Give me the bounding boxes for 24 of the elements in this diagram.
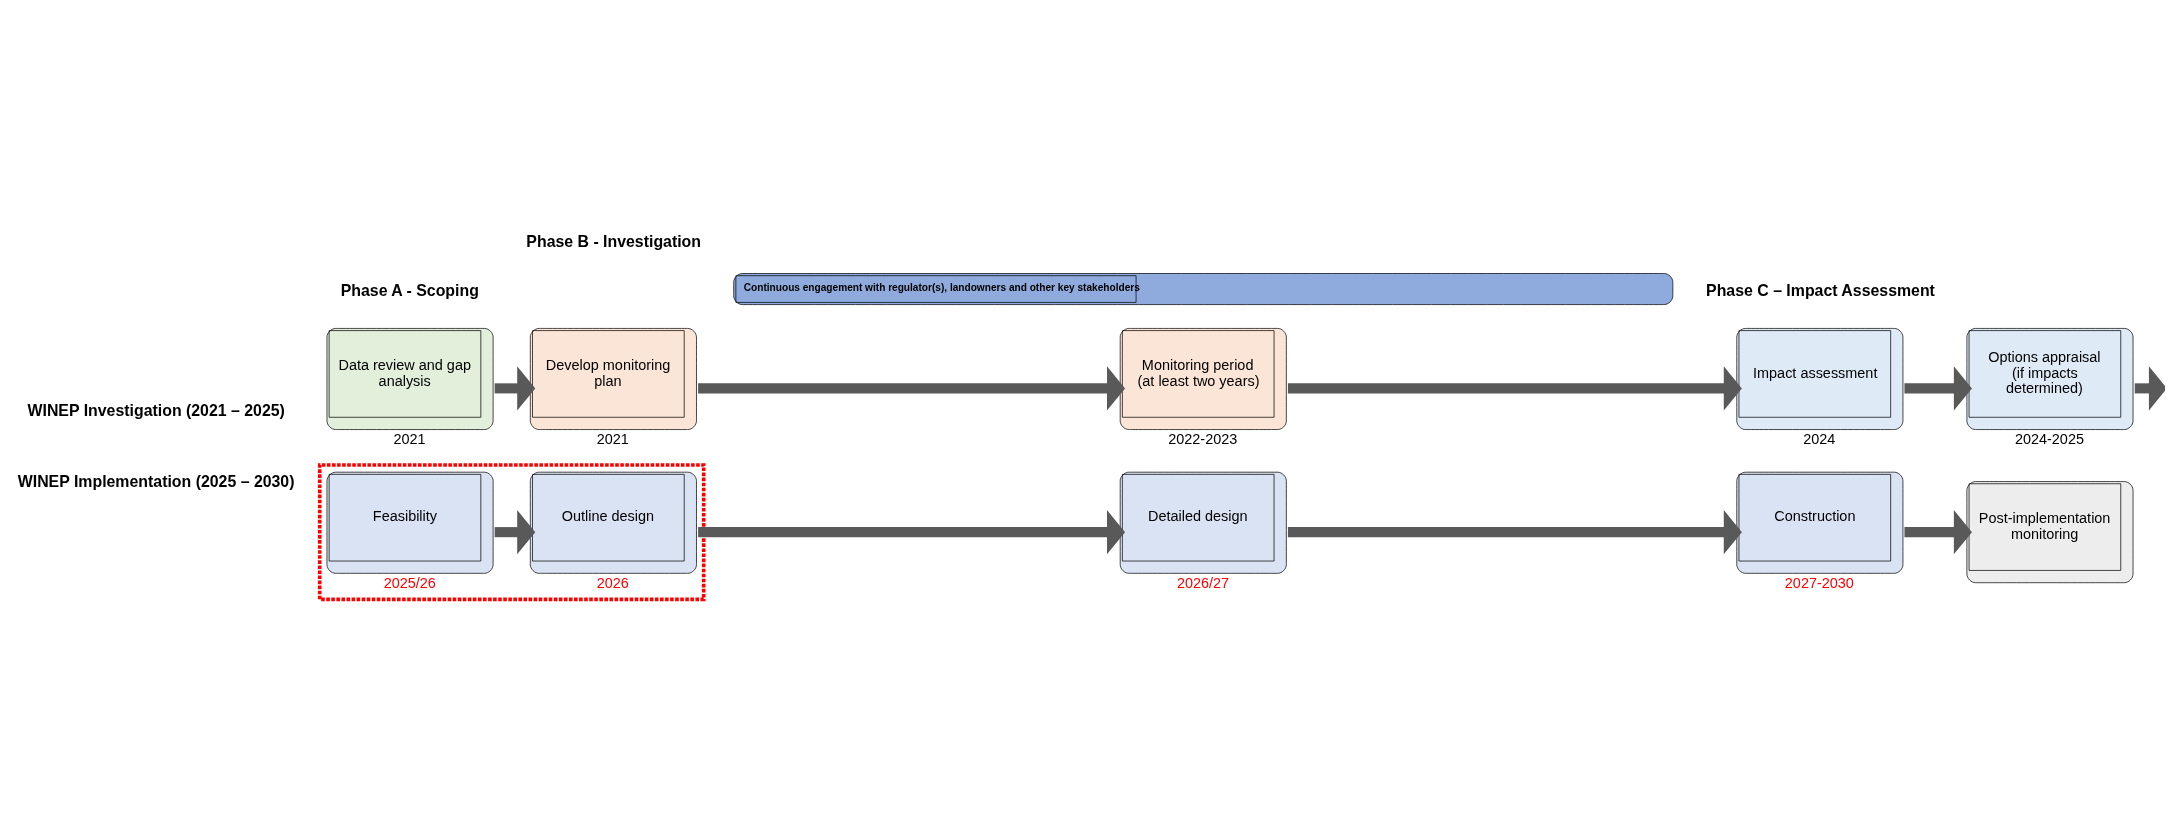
label: Phase A - Scoping xyxy=(340,282,479,300)
arrow xyxy=(494,510,536,555)
node-label: 2025/26 xyxy=(383,574,436,591)
arrow xyxy=(494,366,536,411)
label: Phase C – Impact Assessment xyxy=(1706,282,1935,300)
arrow xyxy=(1904,366,1972,411)
node-label: 2027-2030 xyxy=(1784,574,1854,591)
arrow xyxy=(1904,510,1972,555)
arrow xyxy=(2134,366,2165,411)
label: WINEP Implementation (2025 – 2030) xyxy=(17,473,295,491)
node-label: 2026/27 xyxy=(1176,574,1230,591)
arrow xyxy=(1287,366,1742,411)
arrow xyxy=(698,366,1126,411)
node-label: 2021 xyxy=(393,431,426,448)
arrow xyxy=(1287,510,1742,555)
node-label: 2026 xyxy=(596,574,629,591)
node-label: 2024 xyxy=(1803,431,1836,448)
arrow xyxy=(698,510,1126,555)
label: WINEP Investigation (2021 – 2025) xyxy=(27,402,285,420)
label: Phase B - Investigation xyxy=(526,233,702,251)
node-label: 2022-2023 xyxy=(1168,431,1238,448)
node-label: 2024-2025 xyxy=(2014,431,2084,448)
node-label: 2021 xyxy=(596,431,629,448)
cluster xyxy=(317,463,706,602)
